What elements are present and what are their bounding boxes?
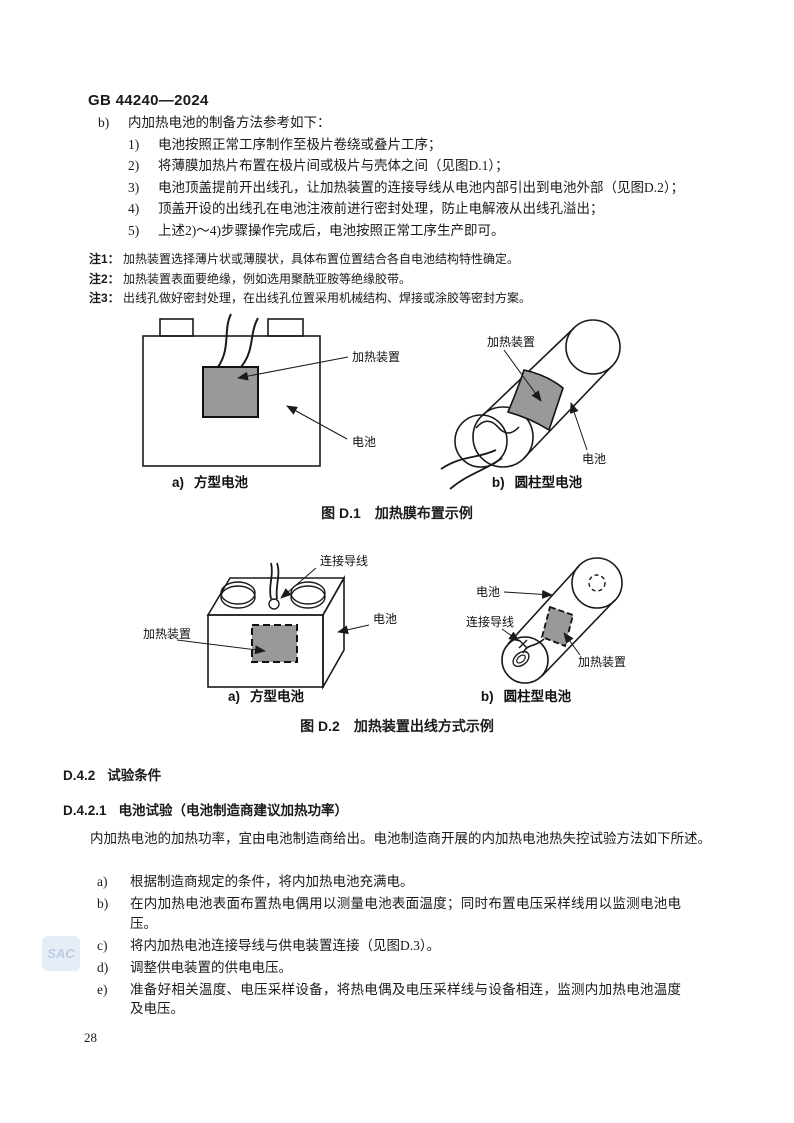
list-item: 3) 电池顶盖提前开出线孔，让加热装置的连接导线从电池内部引出到电池外部（见图D…	[128, 177, 730, 199]
list-item: a) 根据制造商规定的条件，将内加热电池充满电。	[97, 872, 715, 892]
document-code: GB 44240—2024	[88, 92, 209, 109]
figure-label-heater: 加热装置	[352, 350, 400, 364]
figure-label-battery: 电池	[476, 585, 500, 599]
figure-label-battery: 电池	[582, 452, 606, 466]
list-marker: 3)	[128, 179, 140, 195]
list-item: 5) 上述2)～4)步骤操作完成后，电池按照正常工序生产即可。	[128, 220, 730, 242]
list-text: 调整供电装置的供电电压。	[130, 959, 292, 975]
cylindrical-battery-outline	[501, 557, 623, 684]
list-text: 电池按照正常工序制作至极片卷绕或叠片工序；	[158, 136, 442, 152]
list-text: 内加热电池的制备方法参考如下：	[128, 115, 331, 130]
list-item: 4) 顶盖开设的出线孔在电池注液前进行密封处理，防止电解液从出线孔溢出；	[128, 198, 730, 220]
list-marker: d)	[97, 959, 109, 975]
list-item: b) 在内加热电池表面布置热电偶用以测量电池表面温度；同时布置电压采样线用以监测…	[97, 894, 715, 933]
section-number: D.4.2	[63, 768, 96, 783]
list-item: c) 将内加热电池连接导线与供电装置连接（见图D.3）。	[97, 936, 715, 956]
list-marker: 1)	[128, 136, 140, 152]
figure-label-battery: 电池	[352, 435, 376, 449]
list-item: d) 调整供电装置的供电电压。	[97, 958, 715, 978]
list-marker: c)	[97, 937, 108, 953]
notes-block: 注1： 加热装置选择薄片状或薄膜状，具体布置位置结合各自电池结构特性确定。 注2…	[89, 250, 739, 309]
section-title: 电池试验（电池制造商建议加热功率）	[118, 803, 349, 818]
list-marker: b)	[98, 115, 110, 130]
note-text: 加热装置表面要绝缘，例如选用聚酰亚胺等绝缘胶带。	[123, 271, 412, 286]
list-text: 电池顶盖提前开出线孔，让加热装置的连接导线从电池内部引出到电池外部（见图D.2）…	[158, 179, 685, 195]
subfigure-caption: b)圆柱型电池	[492, 474, 583, 490]
figure-label-heater: 加热装置	[143, 627, 191, 641]
list-marker: e)	[97, 981, 108, 997]
subfigure-caption: a)方型电池	[172, 474, 249, 490]
note-item: 注2： 加热装置表面要绝缘，例如选用聚酰亚胺等绝缘胶带。	[89, 270, 739, 290]
list-text: 上述2)～4)步骤操作完成后，电池按照正常工序生产即可。	[158, 222, 505, 238]
figure-caption: 图 D.2 加热装置出线方式示例	[300, 718, 494, 734]
list-marker: 5)	[128, 222, 140, 238]
heater-lead-wires	[217, 313, 259, 368]
heater-device-rect	[202, 366, 259, 418]
heater-lead-wires	[440, 449, 503, 490]
list-text: 根据制造商规定的条件，将内加热电池充满电。	[130, 874, 414, 889]
list-item: b) 内加热电池的制备方法参考如下：	[98, 112, 730, 134]
list-marker: b)	[97, 896, 109, 911]
list-item: e) 准备好相关温度、电压采样设备，将热电偶及电压采样线与设备相连，监测内加热电…	[97, 980, 715, 1019]
heater-film-patch	[506, 369, 564, 432]
sac-watermark-logo: SAC	[42, 936, 80, 971]
prismatic-battery-outline	[142, 318, 321, 467]
figure-label-heater: 加热装置	[578, 655, 626, 669]
subfigure-caption: b)圆柱型电池	[481, 688, 572, 704]
list-item: 1) 电池按照正常工序制作至极片卷绕或叠片工序；	[128, 134, 730, 156]
heater-lead-wires	[518, 638, 545, 654]
callout-arrow	[503, 349, 542, 402]
figure-label-wire: 连接导线	[466, 614, 514, 629]
preparation-list: b) 内加热电池的制备方法参考如下： 1) 电池按照正常工序制作至极片卷绕或叠片…	[98, 112, 730, 242]
figure-d1-drawing: 加热装置 电池 a)方型电池 加热装置 电池 b)圆柱型电池	[142, 313, 621, 490]
subfigure-caption: a)方型电池	[228, 688, 305, 704]
list-text: 将内加热电池连接导线与供电装置连接（见图D.3）。	[130, 937, 441, 953]
list-marker: 2)	[128, 158, 140, 174]
figure-caption: 图 D.1 加热膜布置示例	[321, 505, 473, 521]
callout-arrow	[563, 632, 581, 656]
page-number: 28	[84, 1030, 97, 1045]
figure-label-battery: 电池	[373, 612, 397, 626]
list-text: 在内加热电池表面布置热电偶用以测量电池表面温度；同时布置电压采样线用以监测电池电…	[130, 896, 681, 931]
heater-device-rect-dashed	[251, 624, 298, 663]
callout-arrow	[176, 639, 266, 655]
note-text: 加热装置选择薄片状或薄膜状，具体布置位置结合各自电池结构特性确定。	[123, 252, 520, 266]
list-text: 将薄膜加热片布置在极片间或极片与壳体之间（见图D.1）；	[158, 158, 509, 174]
note-text: 出线孔做好密封处理，在出线孔位置采用机械结构、焊接或涂胶等密封方案。	[123, 291, 532, 306]
note-label: 注1：	[89, 252, 120, 266]
note-label: 注3：	[89, 291, 120, 306]
list-text: 准备好相关温度、电压采样设备，将热电偶及电压采样线与设备相连，监测内加热电池温度…	[130, 981, 681, 1017]
note-item: 注3： 出线孔做好密封处理，在出线孔位置采用机械结构、焊接或涂胶等密封方案。	[89, 289, 739, 309]
note-label: 注2：	[89, 271, 120, 286]
list-text: 顶盖开设的出线孔在电池注液前进行密封处理，防止电解液从出线孔溢出；	[158, 201, 604, 217]
figure-label-heater: 加热装置	[487, 335, 535, 349]
figure-d2-drawing: 连接导线 加热装置 电池 a)方型电池 电池 连接导线	[143, 553, 626, 704]
callout-arrow	[569, 402, 588, 451]
section-heading-d42: D.4.2 试验条件	[63, 764, 161, 784]
heater-lead-wires	[269, 562, 280, 600]
callout-arrow	[503, 589, 553, 599]
figure-label-wire: 连接导线	[320, 553, 368, 568]
callout-arrow	[501, 628, 520, 642]
list-item: 2) 将薄膜加热片布置在极片间或极片与壳体之间（见图D.1）；	[128, 155, 730, 177]
note-item: 注1： 加热装置选择薄片状或薄膜状，具体布置位置结合各自电池结构特性确定。	[89, 250, 739, 270]
body-paragraph: 内加热电池的加热功率，宜由电池制造商给出。电池制造商开展的内加热电池热失控试验方…	[90, 831, 711, 846]
callout-arrow	[280, 567, 317, 599]
section-number: D.4.2.1	[63, 803, 107, 818]
section-title: 试验条件	[107, 768, 162, 783]
callout-arrow	[337, 624, 370, 635]
procedure-list: a) 根据制造商规定的条件，将内加热电池充满电。 b) 在内加热电池表面布置热电…	[97, 872, 715, 1021]
list-marker: a)	[97, 874, 108, 889]
heater-film-patch-dashed	[540, 605, 575, 648]
callout-arrow	[237, 356, 349, 381]
section-heading-d421: D.4.2.1 电池试验（电池制造商建议加热功率）	[63, 799, 348, 819]
callout-arrow	[286, 405, 348, 440]
list-marker: 4)	[128, 201, 140, 217]
